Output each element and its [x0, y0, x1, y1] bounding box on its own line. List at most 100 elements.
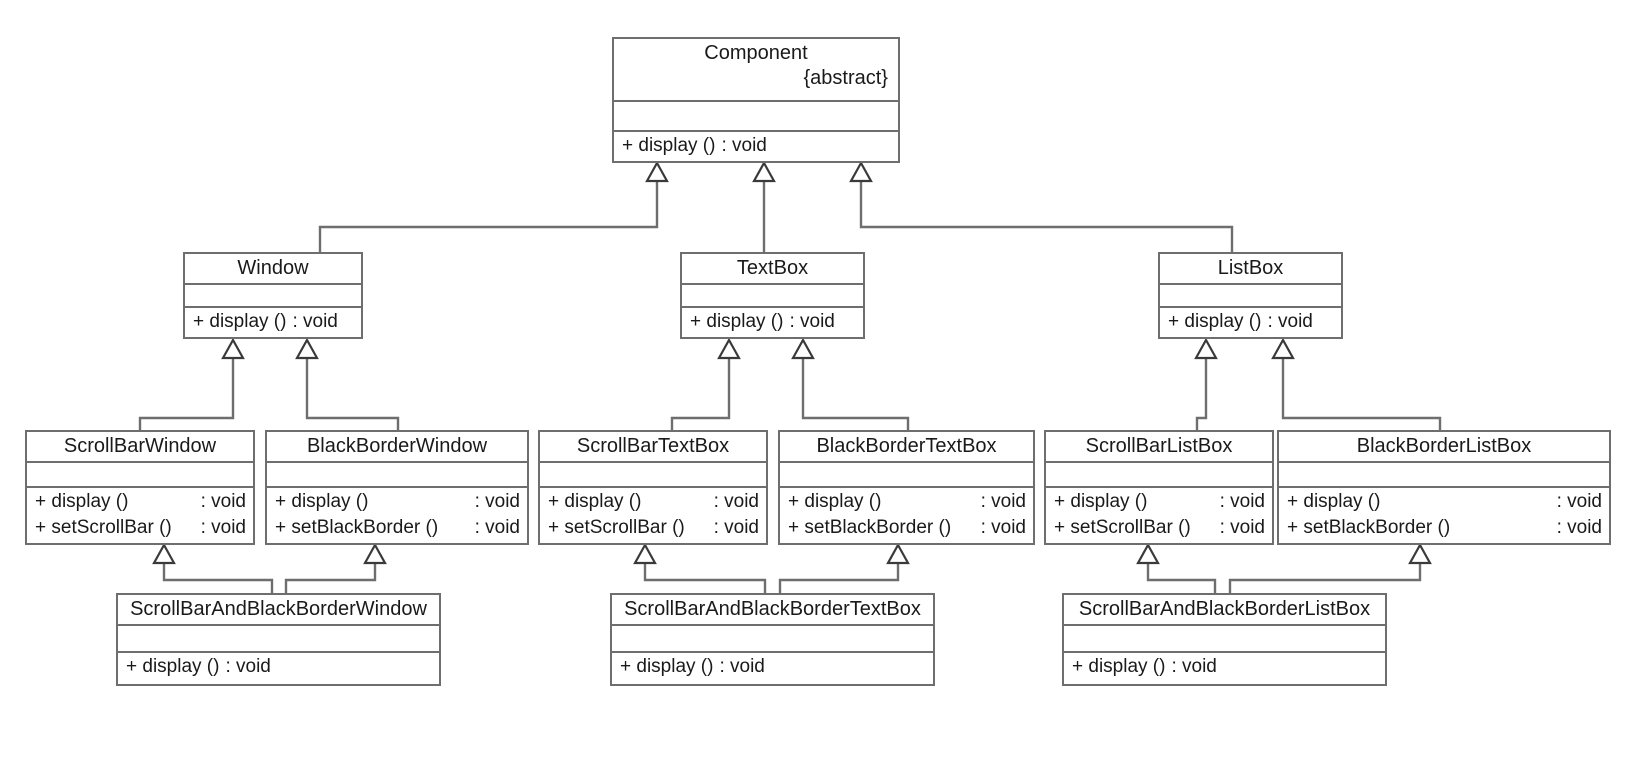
operation-row: + display () : void [548, 490, 759, 512]
operation-row: + display () : void [620, 656, 765, 677]
attributes-compartment [118, 626, 439, 653]
class-textbox[interactable]: TextBox + display () : void [680, 252, 865, 339]
operation-row: + display () : void [126, 656, 271, 677]
class-title: BlackBorderTextBox [816, 435, 997, 457]
edge-listbox-scrollbarlistbox [1195, 357, 1208, 430]
generalization-arrowhead [849, 160, 873, 183]
generalization-arrowhead [295, 337, 319, 360]
class-name-scrollbarwindow: ScrollBarWindow [27, 432, 253, 463]
attributes-compartment [267, 463, 527, 488]
operation-row: + display () : void [193, 310, 338, 332]
class-scrollbarandblackbordertextbox[interactable]: ScrollBarAndBlackBorderTextBox + display… [610, 593, 935, 686]
class-scrollbarlistbox[interactable]: ScrollBarListBox + display () : void + s… [1044, 430, 1274, 545]
operation-row: + display () : void [788, 490, 1026, 512]
attributes-compartment [1046, 463, 1272, 488]
class-scrollbarwindow[interactable]: ScrollBarWindow + display () : void + se… [25, 430, 255, 545]
class-title: ScrollBarTextBox [576, 435, 730, 457]
attributes-compartment [614, 102, 898, 132]
class-title: ScrollBarAndBlackBorderListBox [1078, 598, 1371, 620]
class-blackbordertextbox[interactable]: BlackBorderTextBox + display () : void +… [778, 430, 1035, 545]
generalization-arrowhead [1408, 542, 1432, 565]
edge-scrollbarwindow-combined [162, 562, 274, 593]
attributes-compartment [682, 285, 863, 308]
edge-textbox-blackbordertextbox [801, 357, 910, 430]
operation-row: + setBlackBorder () : void [275, 516, 520, 538]
generalization-arrowhead [791, 337, 815, 360]
edge-window-scrollbarwindow [138, 357, 235, 430]
attributes-compartment [185, 285, 361, 308]
class-name-component: Component {abstract} [614, 39, 898, 102]
class-title: ListBox [1217, 257, 1284, 279]
class-name-blackborderwindow: BlackBorderWindow [267, 432, 527, 463]
class-blackborderlistbox[interactable]: BlackBorderListBox + display () : void +… [1277, 430, 1611, 545]
attributes-compartment [1160, 285, 1341, 308]
operations-compartment: + display () : void [1160, 308, 1341, 337]
operations-compartment: + display () : void [682, 308, 863, 337]
operations-compartment: + display () : void + setScrollBar () : … [27, 488, 253, 543]
edge-scrollbarlistbox-combined [1146, 562, 1217, 593]
class-title: TextBox [736, 257, 809, 279]
class-scrollbarandblackborderlistbox[interactable]: ScrollBarAndBlackBorderListBox + display… [1062, 593, 1387, 686]
class-title: Window [237, 257, 309, 279]
class-scrollbartextbox[interactable]: ScrollBarTextBox + display () : void + s… [538, 430, 768, 545]
class-name-textbox: TextBox [682, 254, 863, 285]
operations-compartment: + display () : void + setBlackBorder () … [267, 488, 527, 543]
operation-row: + display () : void [1287, 490, 1602, 512]
class-scrollbarandblackborderwindow[interactable]: ScrollBarAndBlackBorderWindow + display … [116, 593, 441, 686]
operations-compartment: + display () : void + setScrollBar () : … [540, 488, 766, 543]
operation-row: + display () : void [1072, 656, 1217, 677]
class-name-blackborderlistbox: BlackBorderListBox [1279, 432, 1609, 463]
attributes-compartment [1279, 463, 1609, 488]
operation-row: + display () : void [622, 134, 767, 156]
generalization-arrowhead [752, 160, 776, 183]
generalization-arrowhead [645, 160, 669, 183]
class-title: ScrollBarWindow [63, 435, 217, 457]
edge-listbox-blackborderlistbox [1281, 357, 1442, 430]
operation-row: + display () : void [35, 490, 246, 512]
operations-compartment: + display () : void + setScrollBar () : … [1046, 488, 1272, 543]
class-title: ScrollBarAndBlackBorderWindow [130, 598, 427, 620]
class-listbox[interactable]: ListBox + display () : void [1158, 252, 1343, 339]
attributes-compartment [1064, 626, 1385, 653]
edge-blackborderlistbox-combined [1228, 562, 1422, 593]
edge-scrollbartextbox-combined [643, 562, 767, 593]
operations-compartment: + display () : void [612, 653, 933, 682]
class-component[interactable]: Component {abstract} + display () : void [612, 37, 900, 163]
generalization-arrowhead [363, 542, 387, 565]
class-name-scrollbarandblackborderwindow: ScrollBarAndBlackBorderWindow [118, 595, 439, 626]
operation-row: + display () : void [1168, 310, 1313, 332]
generalization-arrowhead [1194, 337, 1218, 360]
class-title: Component [704, 42, 808, 64]
operation-row: + display () : void [275, 490, 520, 512]
edge-component-window [318, 180, 659, 252]
generalization-arrowhead [886, 542, 910, 565]
generalization-arrowhead [717, 337, 741, 360]
operations-compartment: + display () : void [118, 653, 439, 682]
class-window[interactable]: Window + display () : void [183, 252, 363, 339]
operations-compartment: + display () : void + setBlackBorder () … [780, 488, 1033, 543]
operation-row: + setBlackBorder () : void [788, 516, 1026, 538]
operation-row: + display () : void [1054, 490, 1265, 512]
operations-compartment: + display () : void + setBlackBorder () … [1279, 488, 1609, 543]
operation-row: + setScrollBar () : void [1054, 516, 1265, 538]
class-blackborderwindow[interactable]: BlackBorderWindow + display () : void + … [265, 430, 529, 545]
operation-row: + setScrollBar () : void [548, 516, 759, 538]
operation-row: + setBlackBorder () : void [1287, 516, 1602, 538]
generalization-arrowhead [221, 337, 245, 360]
attributes-compartment [612, 626, 933, 653]
operations-compartment: + display () : void [1064, 653, 1385, 682]
class-name-scrollbarandblackbordertextbox: ScrollBarAndBlackBorderTextBox [612, 595, 933, 626]
generalization-arrowhead [633, 542, 657, 565]
operations-compartment: + display () : void [614, 132, 898, 161]
operation-row: + display () : void [690, 310, 835, 332]
class-name-scrollbartextbox: ScrollBarTextBox [540, 432, 766, 463]
generalization-arrowhead [152, 542, 176, 565]
generalization-arrowhead [1271, 337, 1295, 360]
operations-compartment: + display () : void [185, 308, 361, 337]
generalization-arrowhead [1136, 542, 1160, 565]
class-name-listbox: ListBox [1160, 254, 1341, 285]
edge-blackborderwindow-combined [284, 562, 377, 593]
edge-component-listbox [859, 180, 1234, 252]
